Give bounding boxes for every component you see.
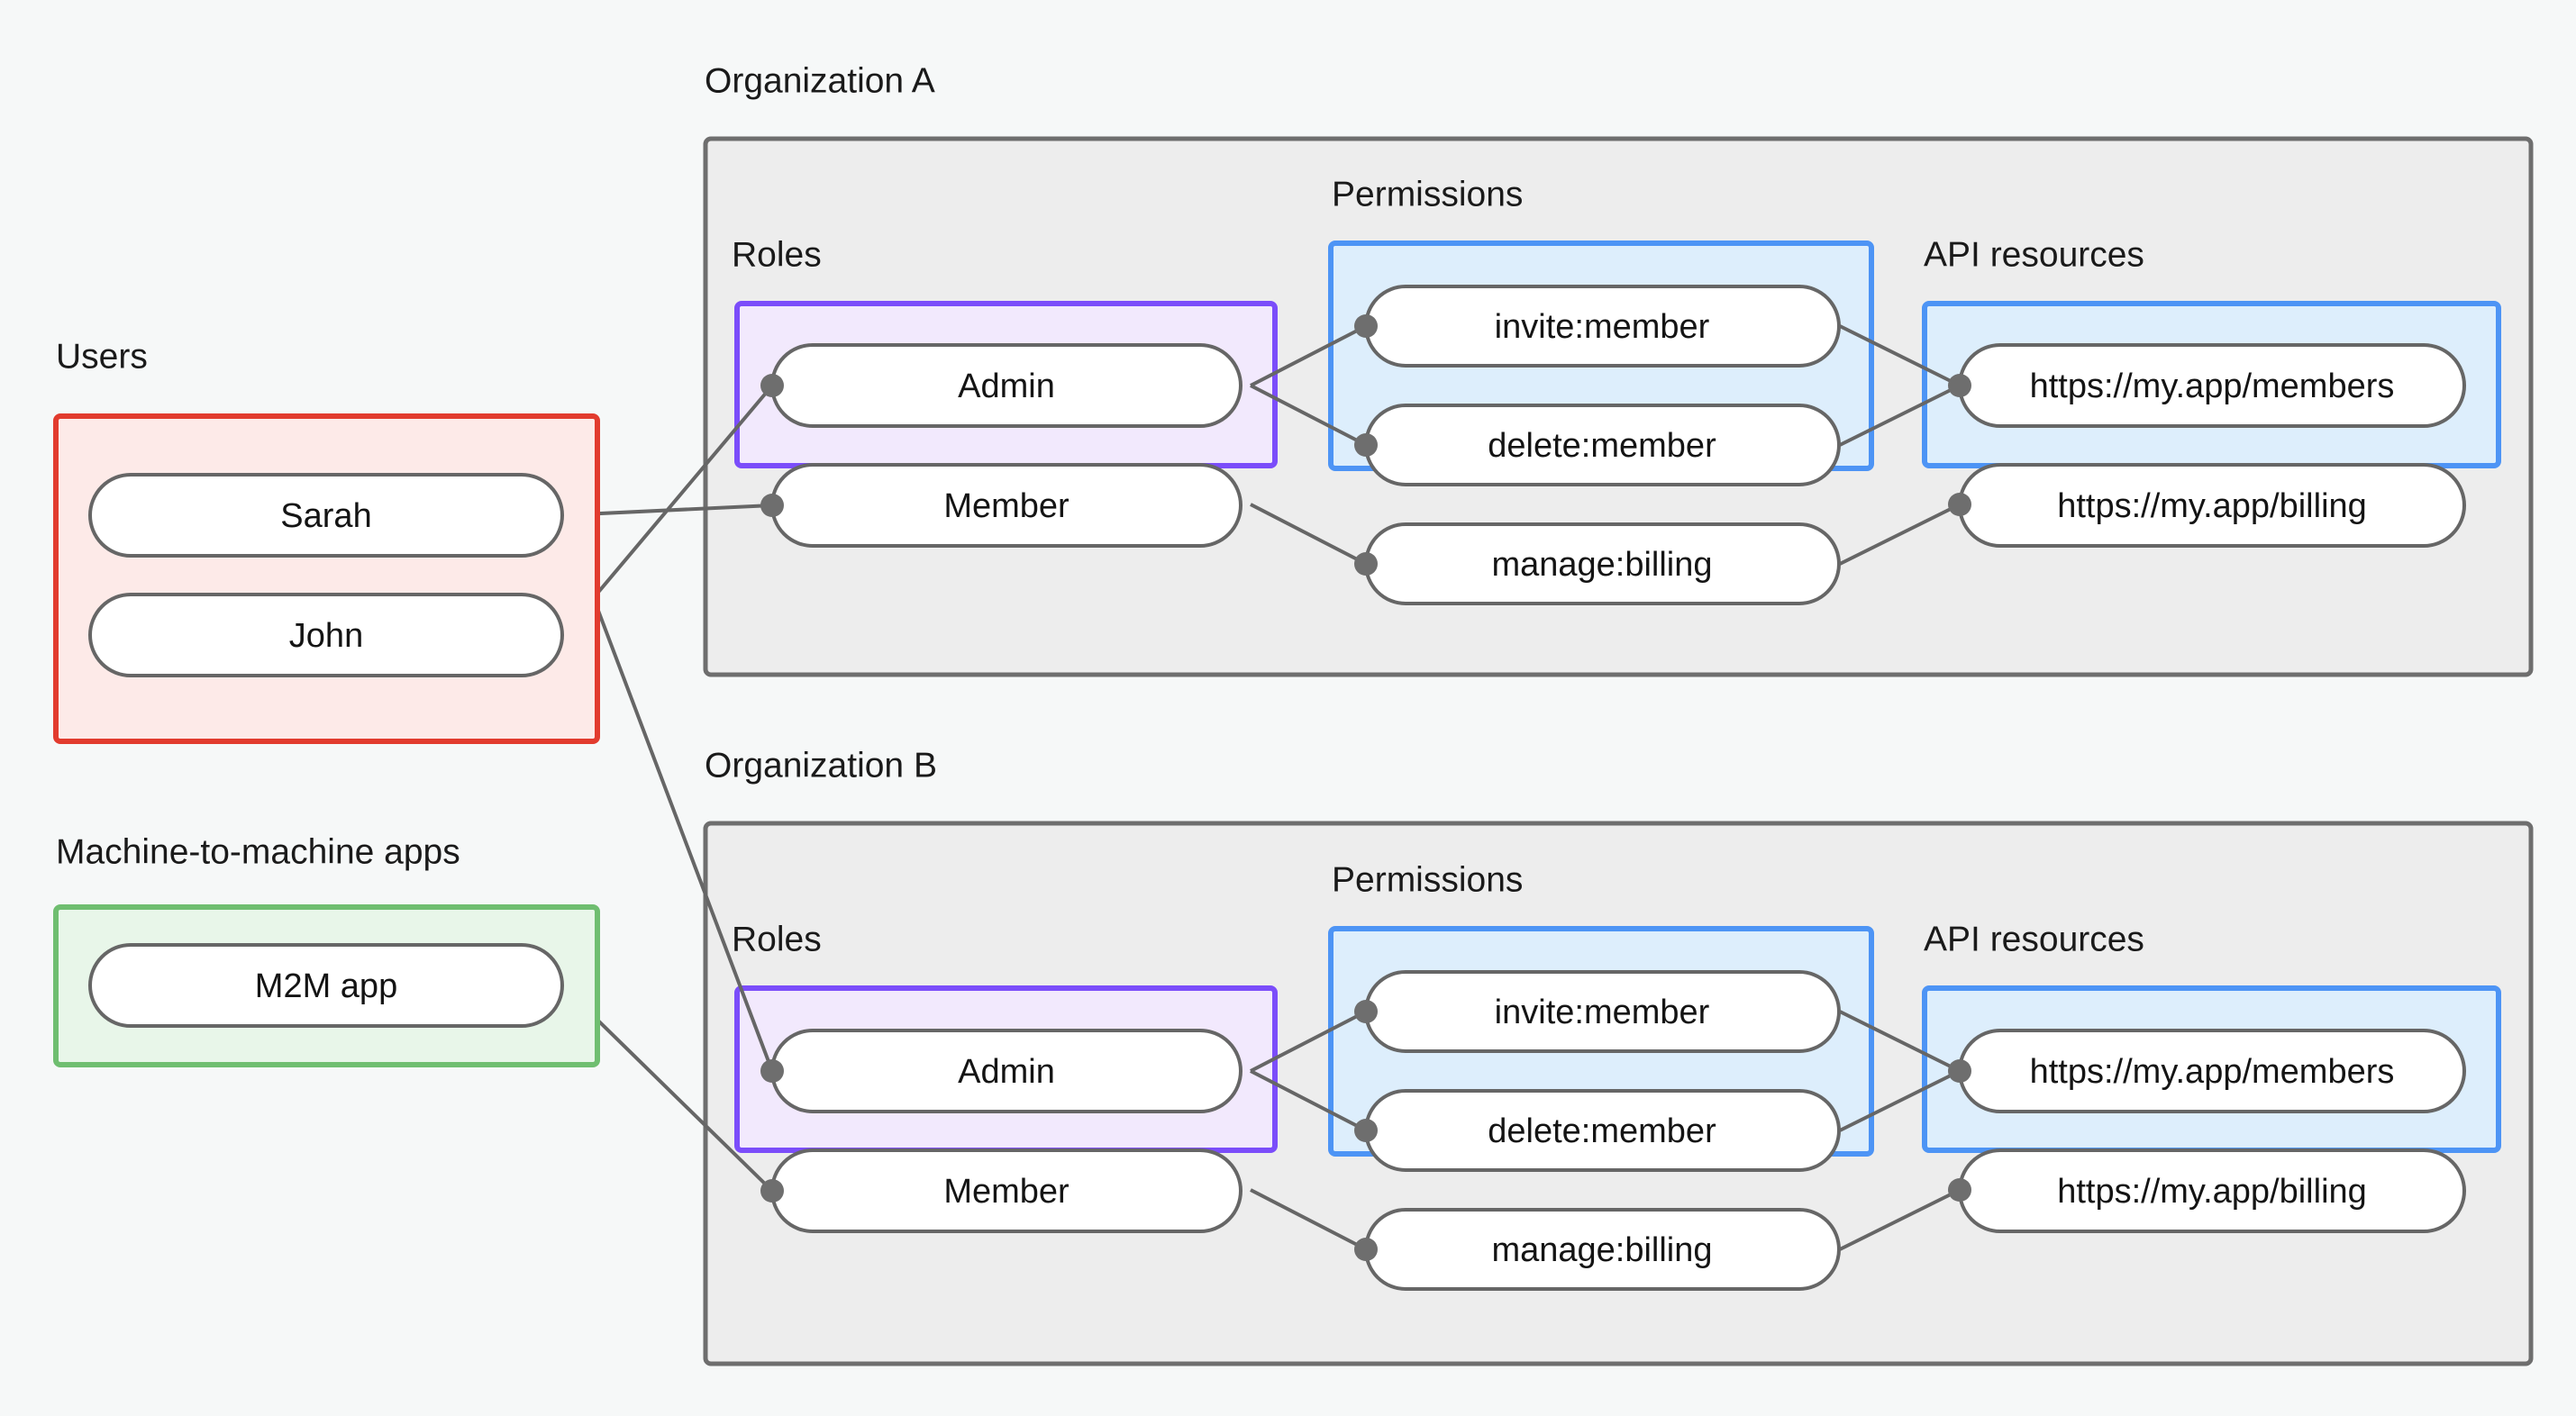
node-john-shape (88, 593, 564, 677)
node-b-billing-label: manage:billing (1491, 1231, 1712, 1269)
edge-a-invite-members (1839, 324, 1961, 387)
node-b-admin-label: Admin (958, 1053, 1055, 1091)
edge-b-delete-members (1839, 1069, 1961, 1132)
dot-a-delete-in (1354, 433, 1378, 457)
node-sarah-shape (88, 473, 564, 558)
node-a-member[interactable]: Member (770, 463, 1242, 548)
node-m2m-label: M2M app (255, 967, 397, 1005)
node-b-resource-billing[interactable]: https://my.app/billing (1958, 1148, 2466, 1233)
dot-b-res-billing-in (1948, 1178, 1971, 1202)
edge-a-admin-delete (1250, 384, 1367, 447)
node-m2m-shape (88, 943, 564, 1028)
node-a-res-billing-label: https://my.app/billing (2057, 487, 2367, 525)
node-b-admin[interactable]: Admin (770, 1029, 1242, 1113)
dot-a-admin-in (760, 374, 784, 397)
node-a-resource-billing[interactable]: https://my.app/billing (1958, 463, 2466, 548)
org-a-title: Organization A (705, 61, 935, 100)
edge-a-delete-members (1839, 384, 1961, 447)
dot-a-res-members-in (1948, 374, 1971, 397)
m2m-title: Machine-to-machine apps (56, 832, 460, 871)
node-b-res-billing-label: https://my.app/billing (2057, 1173, 2367, 1211)
users-box (53, 413, 600, 744)
edge-b-billing-billing (1839, 1188, 1961, 1251)
org-a-roles-title: Roles (732, 235, 822, 274)
org-b-permissions-title: Permissions (1332, 860, 1523, 899)
node-b-manage-billing[interactable]: manage:billing (1364, 1208, 1841, 1291)
dot-b-admin-in (760, 1059, 784, 1083)
node-a-manage-billing[interactable]: manage:billing (1364, 522, 1841, 605)
edge-b-invite-members (1839, 1010, 1961, 1073)
node-a-billing-label: manage:billing (1491, 546, 1712, 584)
node-b-res-members-label: https://my.app/members (2030, 1053, 2395, 1091)
node-a-admin[interactable]: Admin (770, 343, 1242, 428)
node-b-delete-label: delete:member (1488, 1112, 1716, 1150)
org-b-roles-title: Roles (732, 920, 822, 958)
node-john-label: John (289, 617, 363, 655)
node-a-invite-member[interactable]: invite:member (1364, 285, 1841, 368)
node-a-delete-label: delete:member (1488, 427, 1716, 465)
edge-b-admin-delete (1250, 1069, 1367, 1132)
edge-a-member-billing (1250, 503, 1367, 566)
org-b-api-title: API resources (1924, 920, 2144, 958)
node-b-invite-label: invite:member (1495, 994, 1710, 1031)
dot-a-billing-in (1354, 552, 1378, 576)
dot-b-invite-in (1354, 1000, 1378, 1023)
node-sarah-label: Sarah (280, 497, 371, 535)
node-a-resource-members[interactable]: https://my.app/members (1958, 343, 2466, 428)
node-user-sarah[interactable]: Sarah (88, 473, 564, 558)
node-b-invite-member[interactable]: invite:member (1364, 970, 1841, 1053)
node-a-member-label: Member (943, 487, 1070, 525)
node-b-member[interactable]: Member (770, 1148, 1242, 1233)
dot-b-member-in (760, 1179, 784, 1203)
org-a-api-title: API resources (1924, 235, 2144, 274)
node-a-admin-label: Admin (958, 368, 1055, 405)
org-a-permissions-title: Permissions (1332, 175, 1523, 213)
node-b-resource-members[interactable]: https://my.app/members (1958, 1029, 2466, 1113)
dot-b-delete-in (1354, 1119, 1378, 1142)
node-a-invite-label: invite:member (1495, 308, 1710, 346)
edge-a-admin-invite (1250, 324, 1367, 387)
edge-b-admin-invite (1250, 1010, 1367, 1073)
edge-a-billing-billing (1839, 503, 1961, 566)
dot-a-member-in (760, 494, 784, 517)
edge-b-member-billing (1250, 1188, 1367, 1251)
dot-b-billing-in (1354, 1238, 1378, 1261)
dot-a-res-billing-in (1948, 493, 1971, 516)
node-b-member-label: Member (943, 1173, 1070, 1211)
node-m2m-app[interactable]: M2M app (88, 943, 564, 1028)
node-b-delete-member[interactable]: delete:member (1364, 1089, 1841, 1172)
node-user-john[interactable]: John (88, 593, 564, 677)
dot-b-res-members-in (1948, 1059, 1971, 1083)
dot-a-invite-in (1354, 314, 1378, 338)
node-a-res-members-label: https://my.app/members (2030, 368, 2395, 405)
node-a-delete-member[interactable]: delete:member (1364, 404, 1841, 486)
users-title: Users (56, 337, 148, 376)
org-b-title: Organization B (705, 746, 937, 785)
